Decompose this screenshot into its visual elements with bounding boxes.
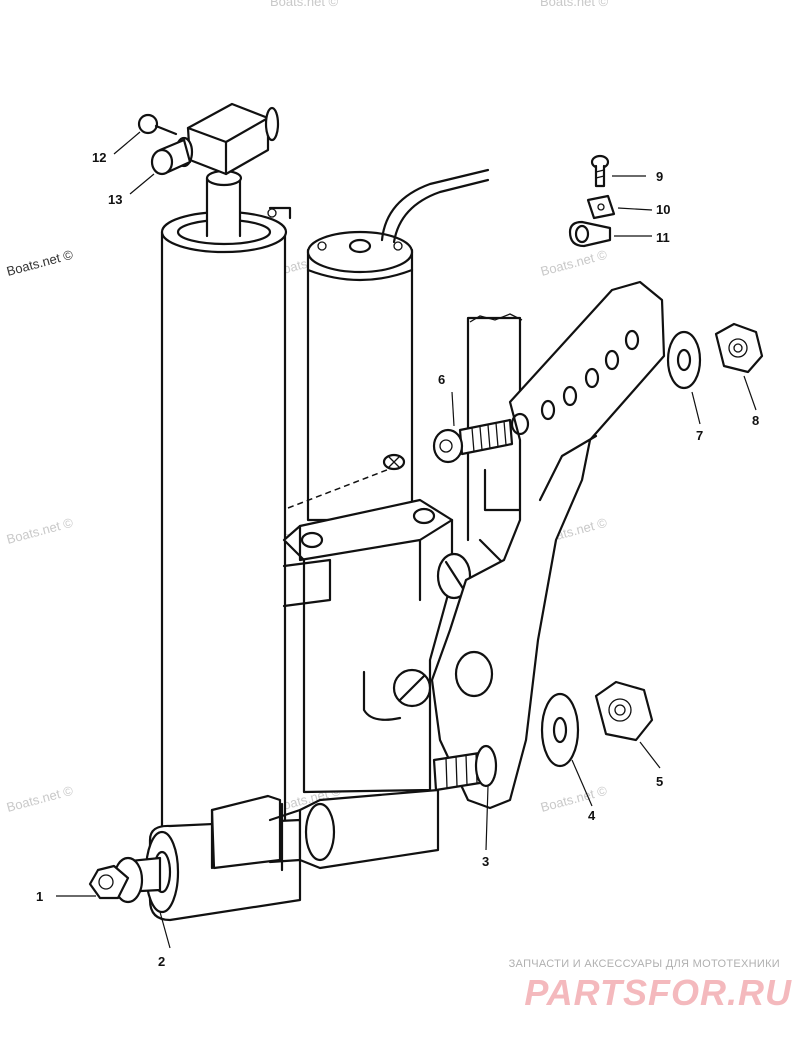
watermark: Boats.net © [5,515,75,547]
watermark: Boats.net © [5,783,75,815]
bracket-hole [562,385,578,407]
trim-cylinder [148,169,302,922]
bracket-hole [584,367,600,389]
bracket-hole [540,399,556,421]
fitting-o-ring [137,113,159,135]
callout-2: 2 [158,954,165,969]
washer-upper [666,330,702,390]
watermark: Boats.net © [540,0,609,9]
watermark: Boats.net © [539,783,609,815]
screw-small [590,154,610,188]
callout-5: 5 [656,774,663,789]
callout-7: 7 [696,428,703,443]
watermark: Boats.net © [539,247,609,279]
trim-bracket-plate [430,280,666,810]
bracket-hole [624,329,640,351]
bracket-hole [604,349,620,371]
fitting-cap [150,148,174,176]
callout-13: 13 [108,192,122,207]
leader-lines [56,131,757,949]
bolt-lower [432,744,498,792]
partsfor-logo: PARTSFOR.RU [524,972,792,1013]
clip-nut [586,194,616,220]
nut-upper [714,322,764,374]
callout-6: 6 [438,372,445,387]
hose-fitting [137,102,280,176]
callout-11: 11 [656,230,670,245]
callout-3: 3 [482,854,489,869]
watermark: Boats.net © [5,247,75,279]
footer-tagline: ЗАПЧАСТИ И АКСЕССУАРЫ ДЛЯ МОТОТЕХНИКИ [508,958,780,970]
pump-body [268,498,472,872]
washer-lower [540,692,580,768]
watermark: Boats.net © [270,0,339,9]
hose-clamp [568,220,612,248]
callout-1: 1 [36,889,43,904]
nut-lower [594,680,654,742]
trim-motor [287,168,490,522]
callout-8: 8 [752,413,759,428]
bolt-upper [432,418,514,464]
callout-10: 10 [656,202,670,217]
lower-pivot-pin [88,830,180,914]
callout-4: 4 [588,808,596,823]
callout-9: 9 [656,169,663,184]
callout-12: 12 [92,150,106,165]
callout-labels: 1 2 3 4 5 6 7 8 9 10 11 12 13 [36,150,759,969]
bracket-hole [510,412,530,436]
